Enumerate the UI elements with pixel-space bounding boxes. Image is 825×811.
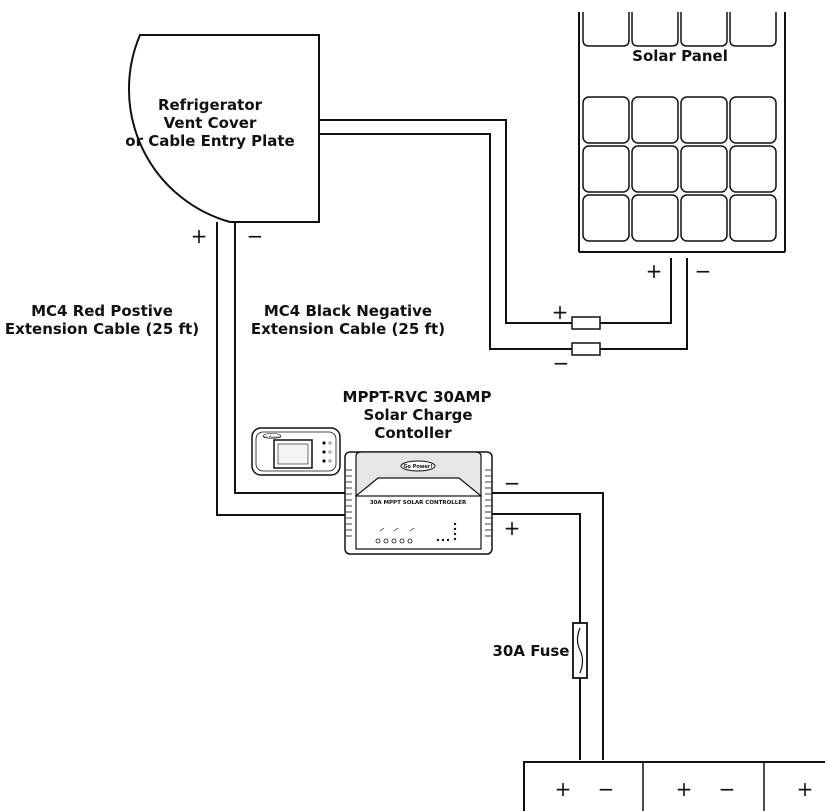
mc4-connectors: + − xyxy=(552,300,601,375)
solar-panel: Solar Panel + − xyxy=(578,12,786,283)
mc4-positive-sign: + xyxy=(552,300,569,324)
black-cable-label-line2: Extension Cable (25 ft) xyxy=(251,320,445,338)
fuse: 30A Fuse xyxy=(493,622,588,679)
mc4-negative-sign: − xyxy=(553,351,570,375)
vent-cover-negative-sign: − xyxy=(247,224,264,248)
remote-display-screen xyxy=(277,443,309,465)
charge-controller: Go Power! 30A MPPT SOLAR CONTROLLER − + xyxy=(344,451,521,555)
red-cable-label-line1: MC4 Red Postive xyxy=(31,302,173,320)
solar-panel-label: Solar Panel xyxy=(632,47,728,65)
black-negative-cable xyxy=(234,222,347,494)
black-cable-label-line1: MC4 Black Negative xyxy=(264,302,432,320)
controller-brand: Go Power! xyxy=(403,464,432,470)
battery-3-positive-sign: + xyxy=(797,777,814,801)
controller-label-line3: Contoller xyxy=(374,424,452,442)
battery-negative-wire xyxy=(490,492,604,760)
controller-output-negative-sign: − xyxy=(504,471,521,495)
red-positive-cable xyxy=(216,222,347,516)
controller-label-line2: Solar Charge xyxy=(363,406,472,424)
vent-cover-label-line1: Refrigerator xyxy=(158,96,263,114)
mc4-negative-connector xyxy=(571,342,601,356)
controller-label: MPPT-RVC 30AMP Solar Charge Contoller xyxy=(343,388,492,442)
vent-cover-positive-sign: + xyxy=(191,224,208,248)
vent-cover-label-line2: Vent Cover xyxy=(164,114,257,132)
battery-1-negative-sign: − xyxy=(598,777,615,801)
controller-face-text: 30A MPPT SOLAR CONTROLLER xyxy=(370,500,467,506)
remote-display: Go Power! xyxy=(251,427,341,476)
cables xyxy=(216,119,688,760)
solar-panel-positive-sign: + xyxy=(646,259,663,283)
vent-cover-label-line3: or Cable Entry Plate xyxy=(125,132,294,150)
red-cable-label-line2: Extension Cable (25 ft) xyxy=(5,320,199,338)
battery-1-positive-sign: + xyxy=(555,777,572,801)
panel-positive-wire xyxy=(319,119,572,324)
remote-display-brand: Go Power! xyxy=(263,435,280,439)
mc4-positive-connector xyxy=(571,316,601,330)
battery-2-positive-sign: + xyxy=(676,777,693,801)
controller-output-positive-sign: + xyxy=(504,516,521,540)
controller-label-line1: MPPT-RVC 30AMP xyxy=(343,388,492,406)
battery-2-negative-sign: − xyxy=(719,777,736,801)
battery-positive-wire xyxy=(490,513,581,623)
fuse-label: 30A Fuse xyxy=(493,642,570,660)
vent-cover: Refrigerator Vent Cover or Cable Entry P… xyxy=(125,34,320,248)
solar-panel-negative-sign: − xyxy=(695,259,712,283)
panel-negative-wire xyxy=(319,133,572,350)
battery-bank: + − + − + xyxy=(523,761,825,811)
